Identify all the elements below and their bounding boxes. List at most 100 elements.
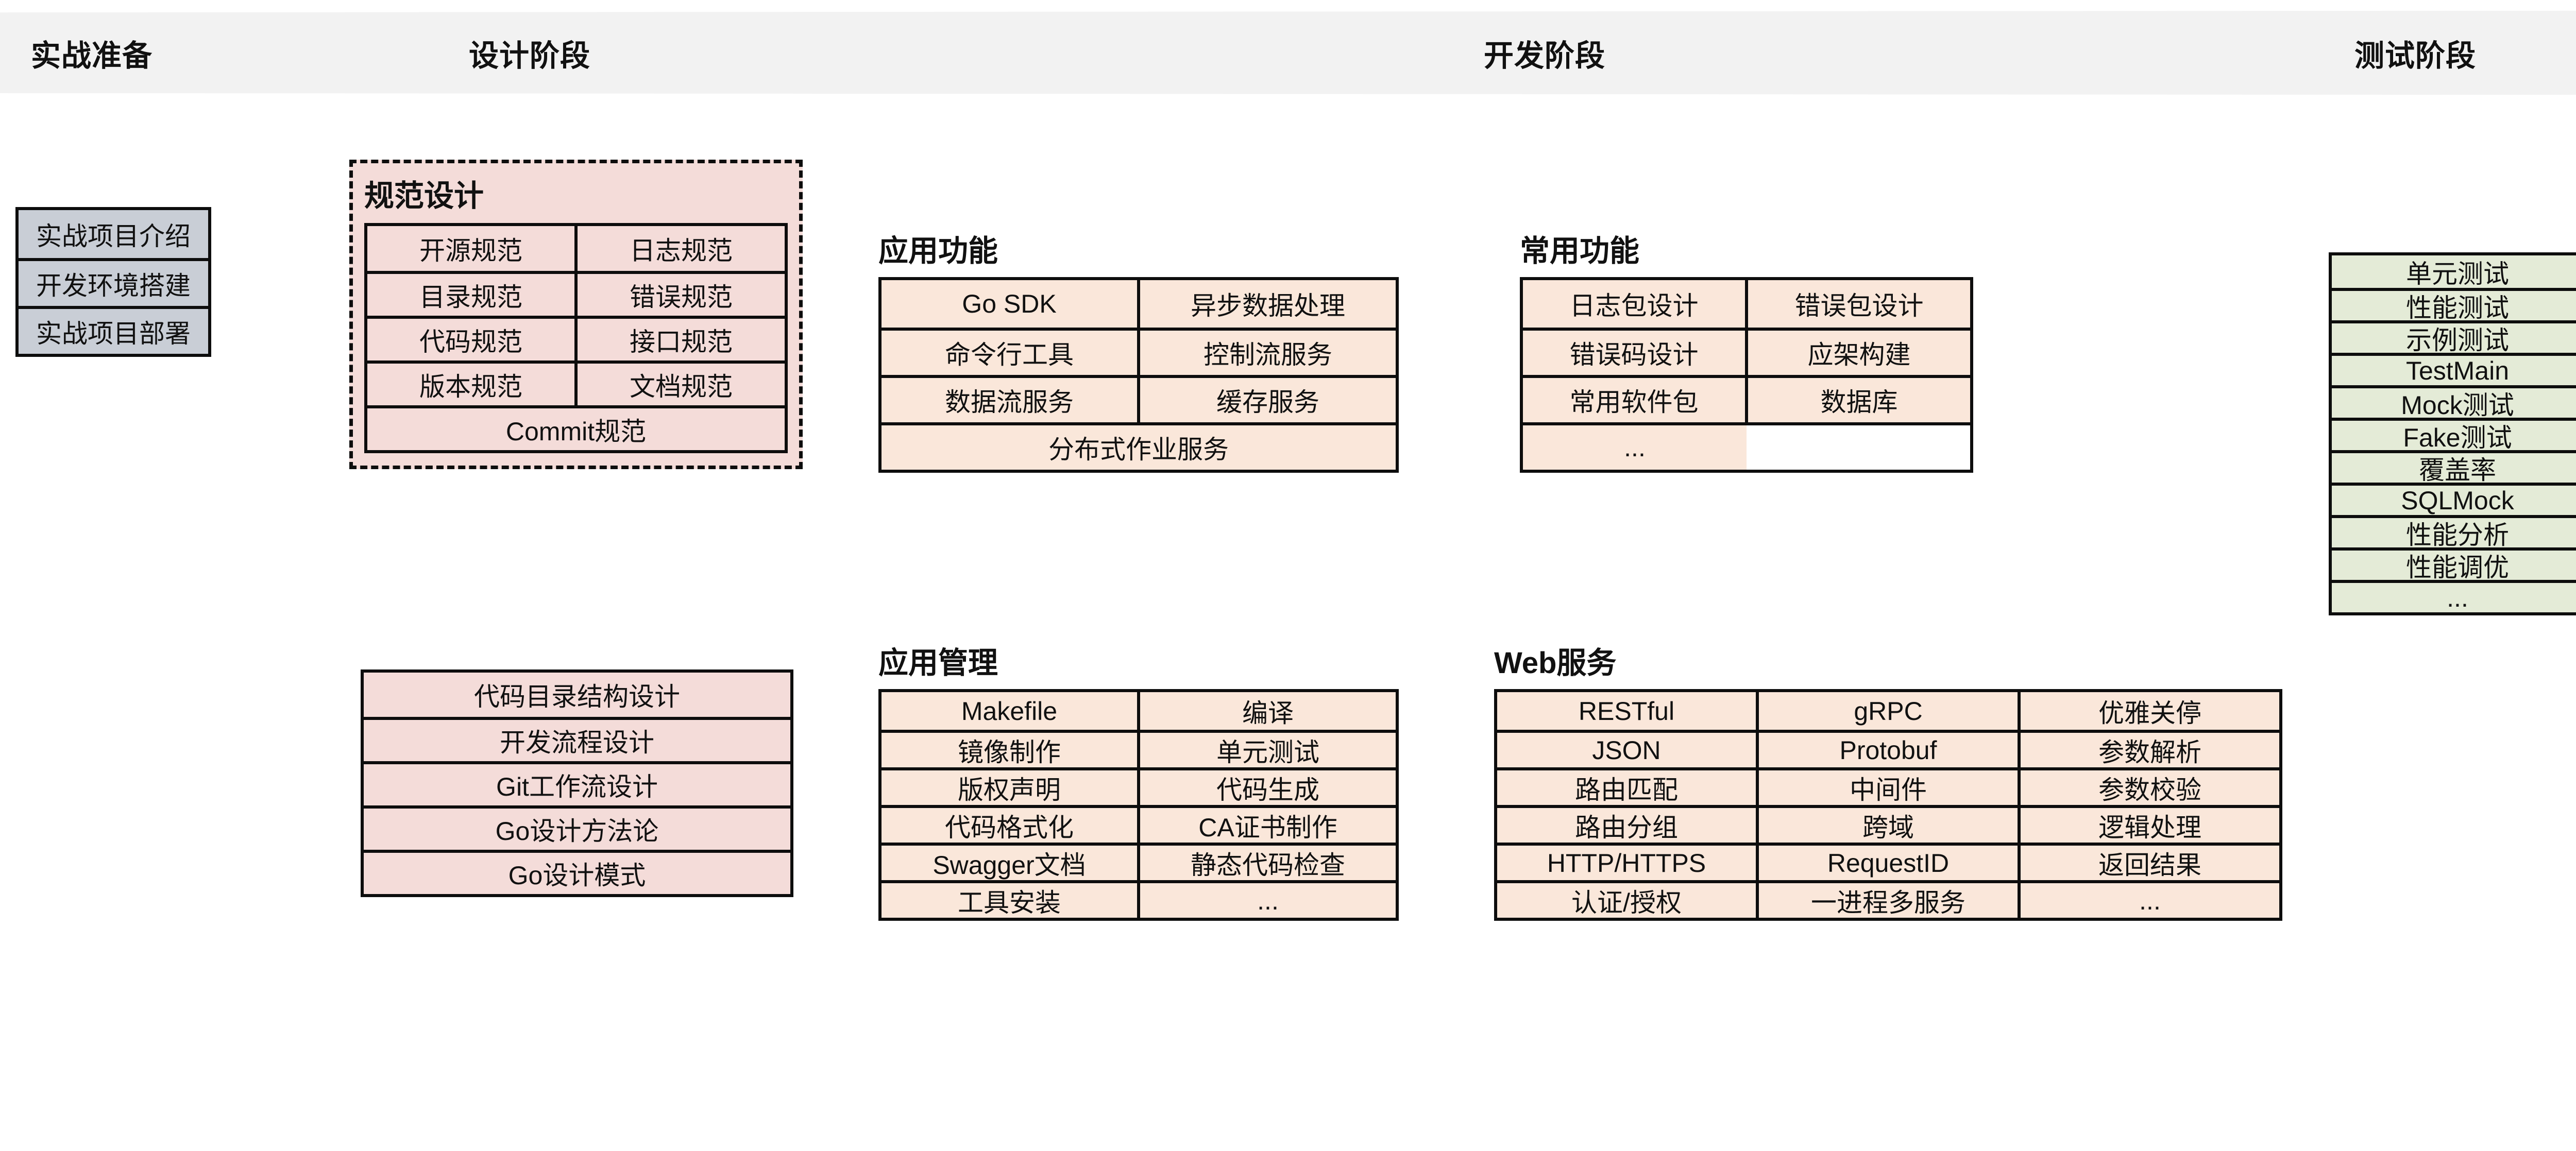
test-item-7[interactable]: SQLMock xyxy=(2332,486,2576,515)
spec-cell-0-0[interactable]: 开源规范 xyxy=(367,226,574,271)
table-row[interactable]: 路由分组 跨域 逻辑处理 xyxy=(1497,805,2279,843)
web-cell-1-0[interactable]: JSON xyxy=(1497,733,1756,767)
web-cell-3-2[interactable]: 逻辑处理 xyxy=(2018,808,2279,843)
web-cell-0-0[interactable]: RESTful xyxy=(1497,692,1756,730)
table-row[interactable]: Makefile 编译 xyxy=(882,692,1396,730)
table-row[interactable]: Mock测试 xyxy=(2332,385,2576,420)
spec-cell-3-0[interactable]: 版本规范 xyxy=(367,364,574,405)
table-row[interactable]: 日志包设计 错误包设计 xyxy=(1523,280,1970,328)
table-row[interactable]: HTTP/HTTPS RequestID 返回结果 xyxy=(1497,843,2279,880)
test-item-4[interactable]: Mock测试 xyxy=(2332,388,2576,420)
appmg-cell-5-1[interactable]: ... xyxy=(1137,883,1396,918)
table-row[interactable]: 开发流程设计 xyxy=(364,717,790,761)
spec-cell-1-0[interactable]: 目录规范 xyxy=(367,274,574,316)
table-row[interactable]: 性能分析 xyxy=(2332,515,2576,549)
test-item-6[interactable]: 覆盖率 xyxy=(2332,453,2576,485)
table-row[interactable]: Go设计方法论 xyxy=(364,805,790,850)
table-row[interactable]: 认证/授权 一进程多服务 ... xyxy=(1497,880,2279,918)
appmg-cell-5-0[interactable]: 工具安装 xyxy=(882,883,1137,918)
table-row[interactable]: 性能测试 xyxy=(2332,288,2576,322)
test-item-9[interactable]: 性能调优 xyxy=(2332,551,2576,582)
table-row[interactable]: TestMain xyxy=(2332,353,2576,385)
prep-item-0[interactable]: 实战项目介绍 xyxy=(19,210,208,258)
table-row[interactable]: Swagger文档 静态代码检查 xyxy=(882,843,1396,880)
web-cell-4-2[interactable]: 返回结果 xyxy=(2018,846,2279,880)
design-extra-item-2[interactable]: Git工作流设计 xyxy=(364,764,790,805)
phase-label-design[interactable]: 设计阶段 xyxy=(469,39,591,73)
web-cell-1-2[interactable]: 参数解析 xyxy=(2018,733,2279,767)
spec-cell-0-1[interactable]: 日志规范 xyxy=(574,226,785,271)
appfn-cell-1-0[interactable]: 命令行工具 xyxy=(882,331,1137,375)
common-cell-0-1[interactable]: 错误包设计 xyxy=(1745,280,1970,328)
test-item-5[interactable]: Fake测试 xyxy=(2332,421,2576,452)
web-cell-2-2[interactable]: 参数校验 xyxy=(2018,770,2279,805)
test-item-8[interactable]: 性能分析 xyxy=(2332,518,2576,549)
spec-cell-2-0[interactable]: 代码规范 xyxy=(367,319,574,360)
appmg-cell-3-1[interactable]: CA证书制作 xyxy=(1137,808,1396,843)
common-cell-3-0[interactable]: ... xyxy=(1523,425,1747,470)
table-row[interactable]: JSON Protobuf 参数解析 xyxy=(1497,730,2279,767)
web-cell-0-1[interactable]: gRPC xyxy=(1756,692,2018,730)
table-row[interactable]: 版权声明 代码生成 xyxy=(882,767,1396,805)
table-row[interactable]: 单元测试 xyxy=(2332,255,2576,288)
table-row[interactable]: 错误码设计 应架构建 xyxy=(1523,328,1970,375)
appmg-cell-1-1[interactable]: 单元测试 xyxy=(1137,733,1396,767)
appfn-cell-3-0[interactable]: 分布式作业服务 xyxy=(882,425,1396,470)
table-row[interactable]: 路由匹配 中间件 参数校验 xyxy=(1497,767,2279,805)
table-row[interactable]: SQLMock xyxy=(2332,483,2576,515)
table-row[interactable]: Commit规范 xyxy=(367,405,785,450)
design-extra-item-0[interactable]: 代码目录结构设计 xyxy=(364,673,790,717)
table-row[interactable]: 开发环境搭建 xyxy=(19,258,208,306)
table-row[interactable]: 常用软件包 数据库 xyxy=(1523,375,1970,422)
common-cell-1-0[interactable]: 错误码设计 xyxy=(1523,331,1745,375)
web-cell-1-1[interactable]: Protobuf xyxy=(1756,733,2018,767)
web-cell-5-1[interactable]: 一进程多服务 xyxy=(1756,883,2018,918)
table-row[interactable]: 命令行工具 控制流服务 xyxy=(882,328,1396,375)
phase-label-develop[interactable]: 开发阶段 xyxy=(1484,39,1606,73)
appfn-cell-2-0[interactable]: 数据流服务 xyxy=(882,378,1137,422)
table-row[interactable]: Git工作流设计 xyxy=(364,761,790,805)
appmg-cell-1-0[interactable]: 镜像制作 xyxy=(882,733,1137,767)
test-item-1[interactable]: 性能测试 xyxy=(2332,291,2576,322)
spec-cell-1-1[interactable]: 错误规范 xyxy=(574,274,785,316)
appmg-cell-4-1[interactable]: 静态代码检查 xyxy=(1137,846,1396,880)
appfn-cell-1-1[interactable]: 控制流服务 xyxy=(1137,331,1396,375)
spec-cell-3-1[interactable]: 文档规范 xyxy=(574,364,785,405)
appmg-cell-2-1[interactable]: 代码生成 xyxy=(1137,770,1396,805)
appmg-cell-4-0[interactable]: Swagger文档 xyxy=(882,846,1137,880)
appmg-cell-0-0[interactable]: Makefile xyxy=(882,692,1137,730)
web-cell-0-2[interactable]: 优雅关停 xyxy=(2018,692,2279,730)
appfn-cell-0-0[interactable]: Go SDK xyxy=(882,280,1137,328)
table-row[interactable]: Fake测试 xyxy=(2332,418,2576,452)
prep-item-1[interactable]: 开发环境搭建 xyxy=(19,261,208,306)
appfn-cell-0-1[interactable]: 异步数据处理 xyxy=(1137,280,1396,328)
table-row[interactable]: 版本规范 文档规范 xyxy=(367,360,785,405)
table-row[interactable]: 实战项目介绍 xyxy=(19,210,208,258)
spec-cell-2-1[interactable]: 接口规范 xyxy=(574,319,785,360)
table-row[interactable]: 实战项目部署 xyxy=(19,306,208,354)
common-cell-0-0[interactable]: 日志包设计 xyxy=(1523,280,1745,328)
design-extra-item-1[interactable]: 开发流程设计 xyxy=(364,720,790,761)
appmg-cell-2-0[interactable]: 版权声明 xyxy=(882,770,1137,805)
table-row[interactable]: RESTful gRPC 优雅关停 xyxy=(1497,692,2279,730)
spec-cell-4-0[interactable]: Commit规范 xyxy=(367,408,785,450)
table-row[interactable]: 覆盖率 xyxy=(2332,450,2576,485)
appmg-cell-3-0[interactable]: 代码格式化 xyxy=(882,808,1137,843)
table-row[interactable]: 代码格式化 CA证书制作 xyxy=(882,805,1396,843)
table-row[interactable]: 开源规范 日志规范 xyxy=(367,226,785,271)
web-cell-2-1[interactable]: 中间件 xyxy=(1756,770,2018,805)
table-row[interactable]: ... xyxy=(2332,580,2576,612)
web-cell-4-1[interactable]: RequestID xyxy=(1756,846,2018,880)
common-cell-2-0[interactable]: 常用软件包 xyxy=(1523,378,1745,422)
web-cell-5-2[interactable]: ... xyxy=(2018,883,2279,918)
phase-label-test[interactable]: 测试阶段 xyxy=(2354,39,2477,73)
web-cell-3-0[interactable]: 路由分组 xyxy=(1497,808,1756,843)
table-row[interactable]: 镜像制作 单元测试 xyxy=(882,730,1396,767)
common-cell-1-1[interactable]: 应架构建 xyxy=(1745,331,1970,375)
appmg-cell-0-1[interactable]: 编译 xyxy=(1137,692,1396,730)
table-row[interactable]: 代码目录结构设计 xyxy=(364,673,790,717)
table-row[interactable]: 目录规范 错误规范 xyxy=(367,271,785,316)
design-extra-item-3[interactable]: Go设计方法论 xyxy=(364,809,790,850)
web-cell-5-0[interactable]: 认证/授权 xyxy=(1497,883,1756,918)
common-cell-2-1[interactable]: 数据库 xyxy=(1745,378,1970,422)
